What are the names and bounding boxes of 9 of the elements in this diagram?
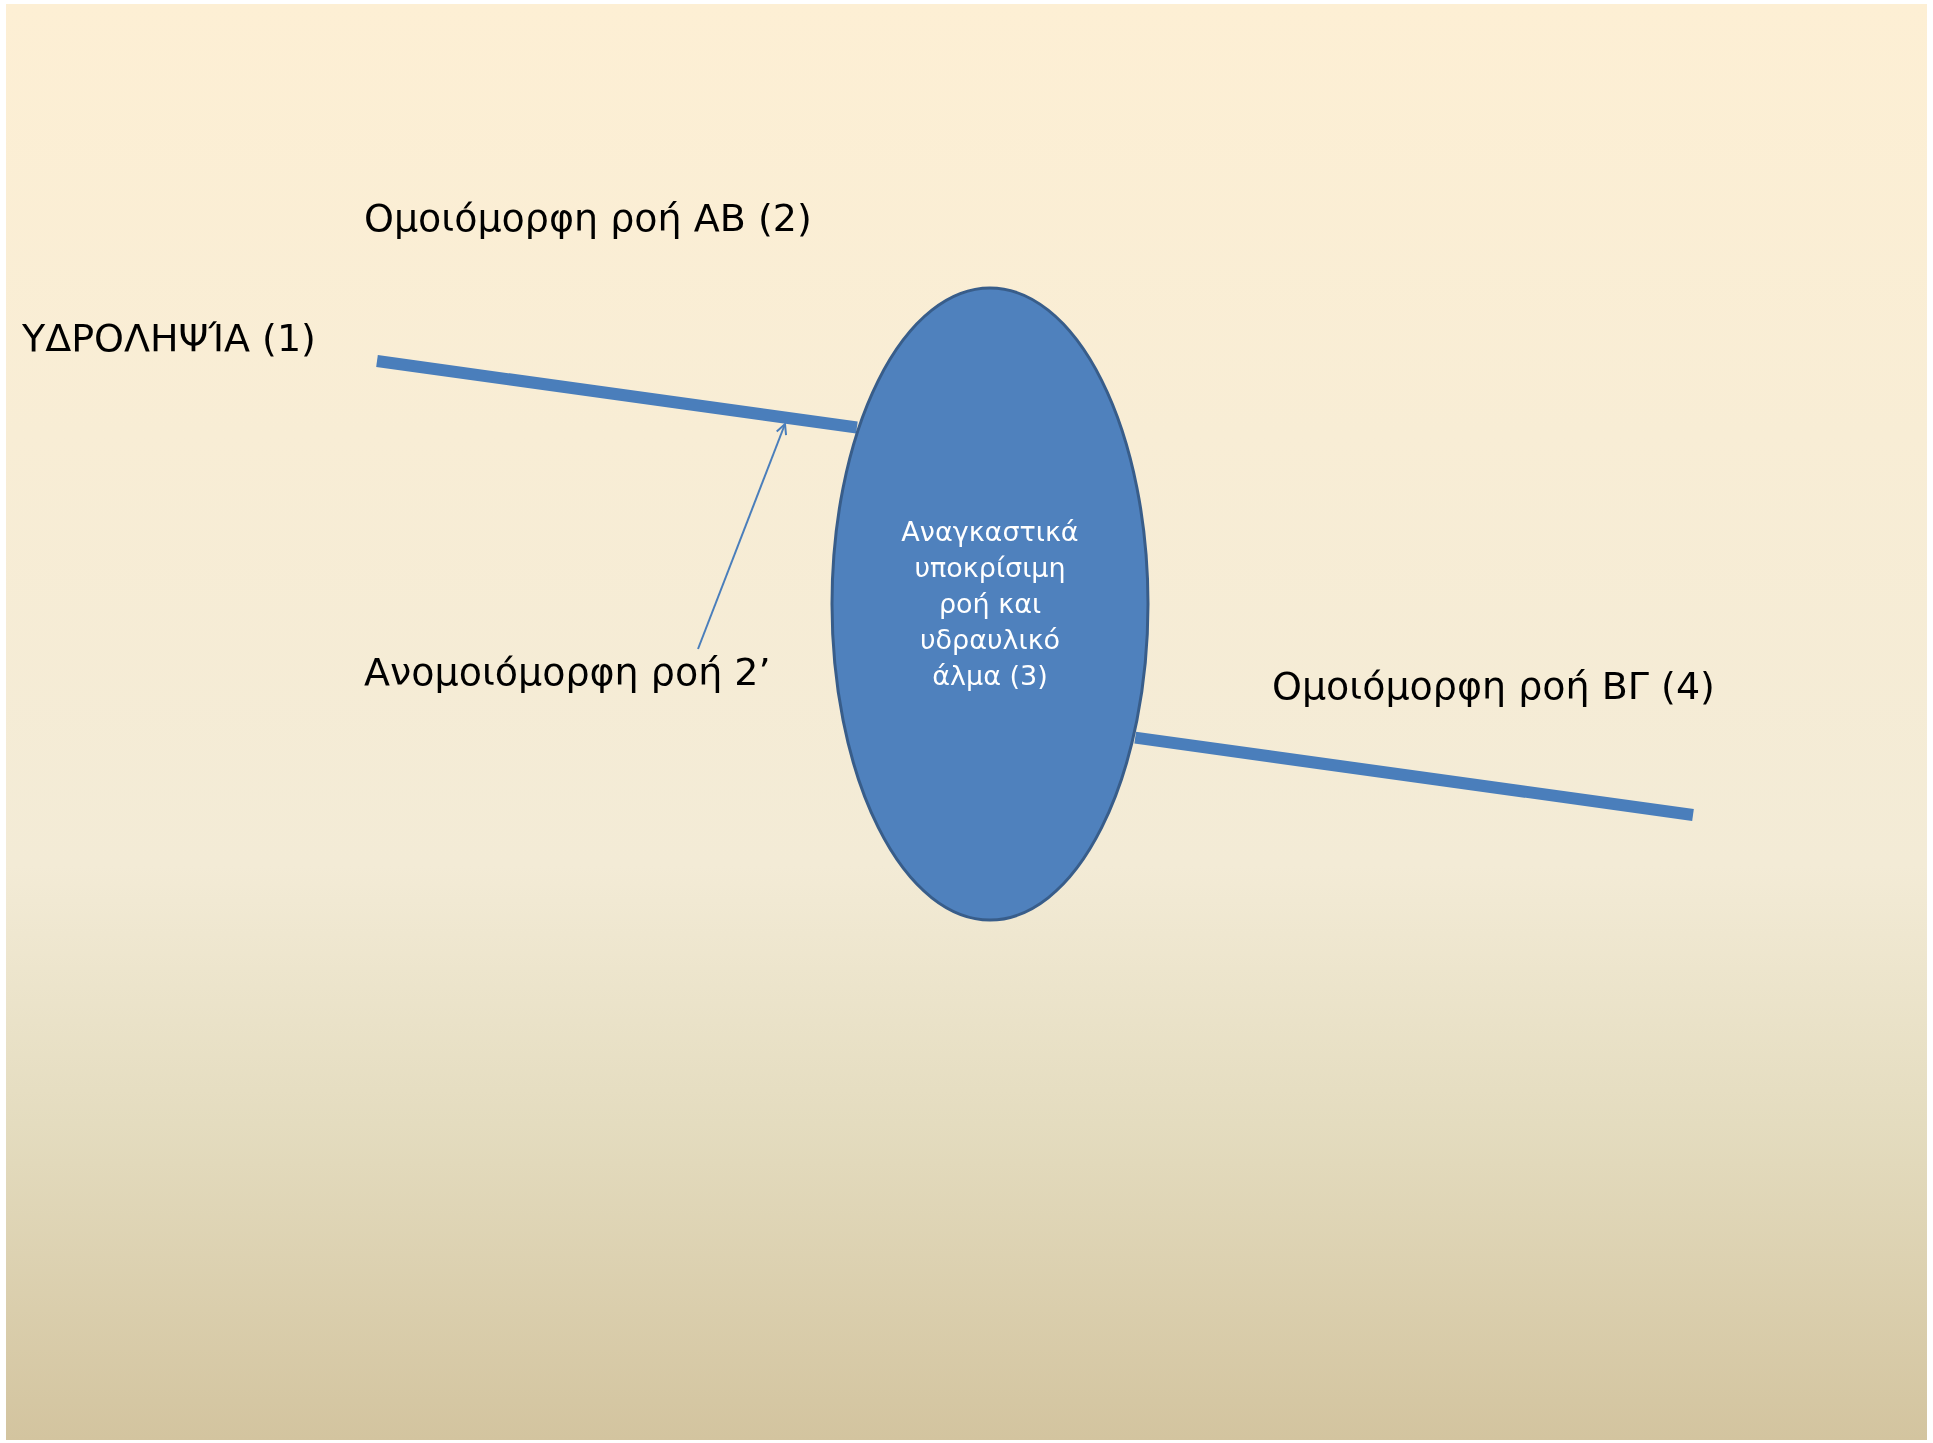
- text-label: ΥΔΡΟΛΗΨΊΑ (1): [22, 316, 317, 360]
- ellipse-shape: [830, 286, 1150, 922]
- text-label: Ομοιόμορφη ροή ΒΓ (4): [1272, 664, 1716, 708]
- channel-line: [1134, 731, 1694, 821]
- text-label: Ανομοιόμορφη ροή 2’: [364, 650, 772, 694]
- leader-arrow: [697, 423, 788, 650]
- text-label: Ομοιόμορφη ροή ΑΒ (2): [364, 196, 813, 240]
- ellipse-label: Αναγκαστικά υποκρίσιμη ροή και υδραυλικό άλμα (3): [900, 515, 1080, 693]
- channel-line: [376, 355, 858, 434]
